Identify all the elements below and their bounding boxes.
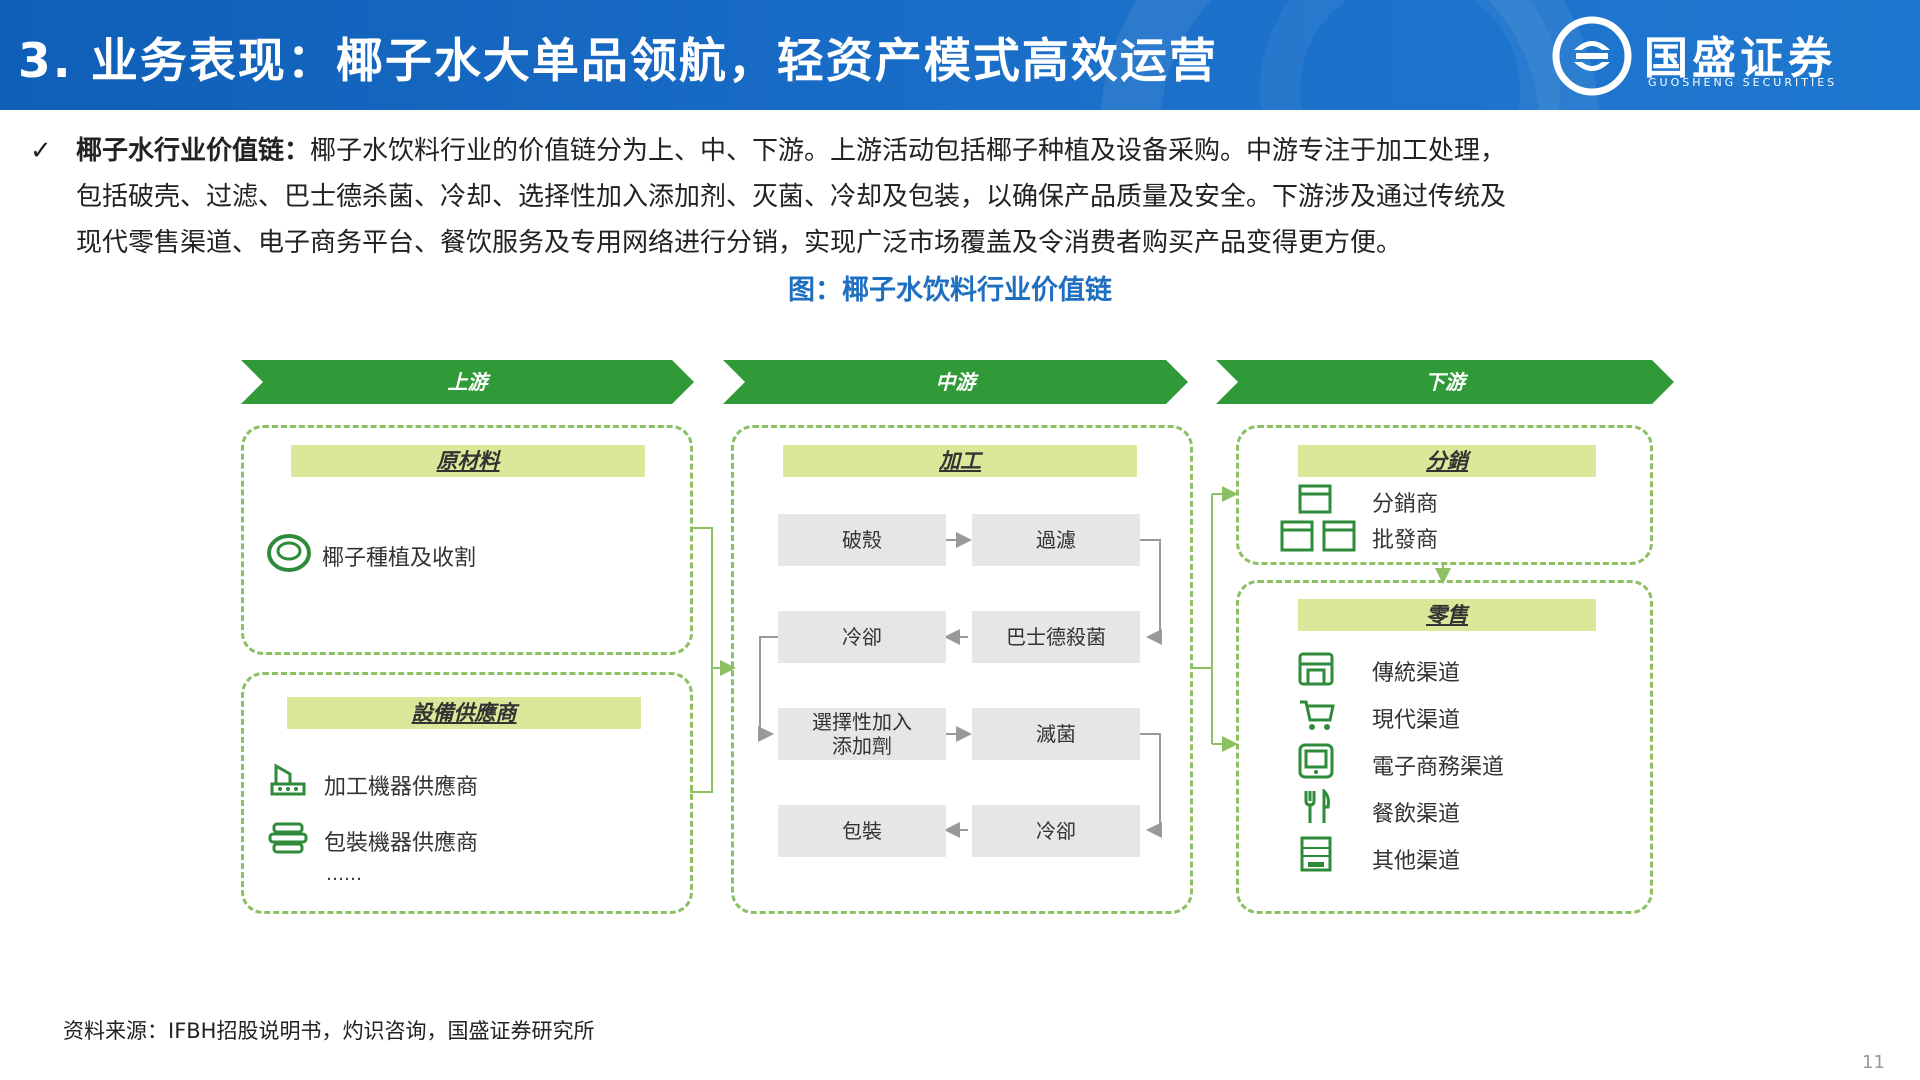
equipment-item: 包裝機器供應商 xyxy=(324,831,479,856)
retail-item: 其他渠道 xyxy=(1372,849,1461,874)
step-cooling: 冷卻 xyxy=(972,805,1140,857)
shopping-cart-icon xyxy=(1300,700,1335,730)
company-logo: 国盛证券 GUOSHENG SECURITIES xyxy=(1552,16,1912,96)
step-additives: 選擇性加入 添加劑 xyxy=(778,708,946,760)
raw-material-box xyxy=(241,425,693,655)
stage-downstream: 下游 xyxy=(1216,360,1674,404)
step-packaging: 包裝 xyxy=(778,805,946,857)
store-icon xyxy=(1298,652,1334,686)
page-number: 11 xyxy=(1862,1052,1885,1073)
logo-mark-icon xyxy=(1552,16,1632,96)
retail-item: 電子商務渠道 xyxy=(1372,755,1505,780)
stage-midstream: 中游 xyxy=(723,360,1188,404)
checkmark-icon: ✓ xyxy=(30,136,52,166)
tablet-icon xyxy=(1298,743,1334,779)
paragraph-line: 包括破壳、过滤、巴士德杀菌、冷却、选择性加入添加剂、灭菌、冷却及包装，以确保产品… xyxy=(76,182,1507,212)
step-cooling: 冷卻 xyxy=(778,611,946,663)
paragraph-line: 现代零售渠道、电子商务平台、餐饮服务及专用网络进行分销，实现广泛市场覆盖及令消费… xyxy=(76,228,1403,258)
distribution-box xyxy=(1236,425,1653,565)
retail-label: 零售 xyxy=(1298,599,1596,631)
raw-material-item: 椰子種植及收割 xyxy=(322,546,477,571)
step-filtration: 過濾 xyxy=(972,514,1140,566)
processing-box xyxy=(731,425,1193,914)
header-bar: 3. 业务表现：椰子水大单品领航，轻资产模式高效运营 国盛证券 GUOSHENG… xyxy=(0,0,1920,380)
retail-item: 傳統渠道 xyxy=(1372,661,1461,686)
equipment-supplier-box xyxy=(241,672,693,914)
vending-machine-icon xyxy=(1300,836,1332,872)
processing-label: 加工 xyxy=(783,445,1137,477)
paragraph-lead: 椰子水行业价值链： xyxy=(76,136,311,166)
equipment-supplier-label: 設備供應商 xyxy=(287,697,641,729)
distributor-building-icon xyxy=(1280,484,1356,552)
step-pasteurization: 巴士德殺菌 xyxy=(972,611,1140,663)
fork-knife-icon xyxy=(1304,789,1330,823)
logo-text: 国盛证券 xyxy=(1644,33,1836,84)
page-title: 3. 业务表现：椰子水大单品领航，轻资产模式高效运营 xyxy=(18,34,1218,89)
distribution-item: 批發商 xyxy=(1372,528,1439,553)
packaging-machine-icon xyxy=(268,822,308,854)
equipment-more: …… xyxy=(326,864,362,885)
raw-material-label: 原材料 xyxy=(291,445,645,477)
machine-icon xyxy=(270,763,306,796)
retail-item: 餐飲渠道 xyxy=(1372,802,1461,827)
source-note: 资料来源：IFBH招股说明书，灼识咨询，国盛证券研究所 xyxy=(63,1019,595,1043)
retail-box xyxy=(1236,580,1653,914)
paragraph-line: 椰子水饮料行业的价值链分为上、中、下游。上游活动包括椰子种植及设备采购。中游专注… xyxy=(310,136,1507,166)
retail-item: 現代渠道 xyxy=(1372,708,1461,733)
distribution-label: 分銷 xyxy=(1298,445,1596,477)
step-sterilization: 滅菌 xyxy=(972,708,1140,760)
stage-upstream: 上游 xyxy=(241,360,694,404)
logo-subtext: GUOSHENG SECURITIES xyxy=(1648,76,1838,89)
figure-title: 图：椰子水饮料行业价值链 xyxy=(788,275,1112,306)
coconut-icon xyxy=(267,534,311,572)
step-shell-cracking: 破殼 xyxy=(778,514,946,566)
distribution-item: 分銷商 xyxy=(1372,492,1439,517)
equipment-item: 加工機器供應商 xyxy=(324,775,479,800)
